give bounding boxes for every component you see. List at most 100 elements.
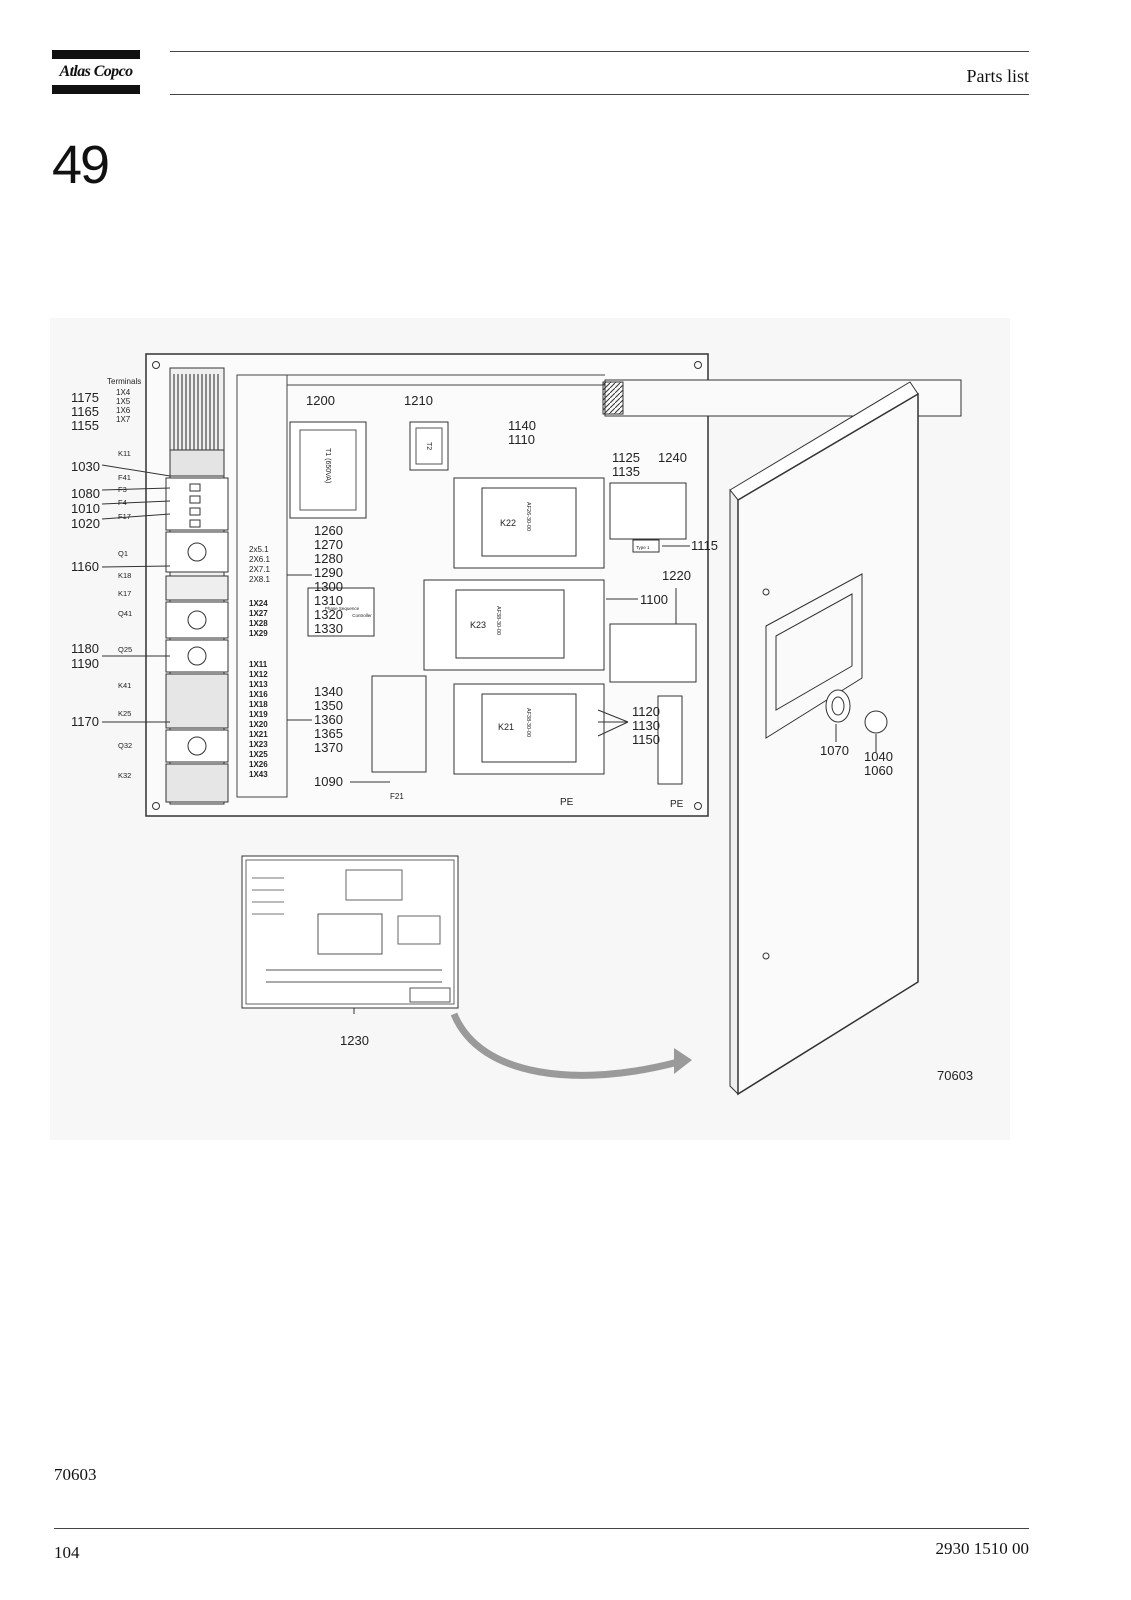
callout: 1090 bbox=[314, 774, 343, 789]
rail-label: F41 bbox=[118, 473, 131, 482]
door-button-assembly bbox=[825, 689, 888, 734]
plate-hole bbox=[152, 802, 160, 810]
callout: 1030 bbox=[71, 459, 100, 474]
leader-lines bbox=[101, 464, 877, 1014]
callout: 1125 bbox=[612, 450, 640, 465]
callout: 1300 bbox=[314, 579, 343, 594]
callout: 1200 bbox=[306, 393, 335, 408]
contactor-k22 bbox=[453, 477, 605, 569]
header-rule-bottom bbox=[170, 94, 1029, 95]
terminals-label: Terminals bbox=[107, 377, 141, 386]
figure-reference: 70603 bbox=[54, 1465, 97, 1484]
door-pocket-arrow bbox=[450, 1012, 679, 1079]
rail-label: F17 bbox=[118, 512, 131, 521]
callout: 1370 bbox=[314, 740, 343, 755]
fuse-label: F21 bbox=[390, 792, 404, 801]
callout: 1320 bbox=[314, 607, 343, 622]
connector-label: 2X6.1 bbox=[249, 555, 270, 564]
callout: 1115 bbox=[691, 538, 718, 553]
section-number: 49 bbox=[52, 135, 110, 195]
terminal-block-label: 1X11 bbox=[249, 660, 268, 669]
page-number: 104 bbox=[54, 1543, 80, 1562]
parts-illustration: Terminals 1X4 1X5 1X6 1X7 1175 1165 1155… bbox=[50, 318, 1010, 1140]
rail-label: K17 bbox=[118, 589, 131, 598]
type-label-text: Type 1 bbox=[636, 545, 650, 550]
terminal-group: 1X7 bbox=[116, 415, 131, 424]
callout: 1365 bbox=[314, 726, 343, 741]
terminal-block-label: 1X26 bbox=[249, 760, 268, 769]
terminal-block-label: 1X16 bbox=[249, 690, 268, 699]
contactor-label: K22 bbox=[500, 518, 516, 528]
din-rail-terminals bbox=[165, 367, 229, 805]
rail-label: K25 bbox=[118, 709, 131, 718]
phase-sequence-controller bbox=[307, 587, 375, 637]
callout: 1165 bbox=[71, 404, 99, 419]
callout: 1340 bbox=[314, 684, 343, 699]
figure-code: 70603 bbox=[937, 1068, 973, 1083]
phase-sequence-text: Controller bbox=[352, 613, 372, 618]
callout: 1020 bbox=[71, 516, 100, 531]
contactor-model: AF26-30-00 bbox=[525, 502, 531, 531]
terminal-block-label: 1X25 bbox=[249, 750, 268, 759]
rail-label: K41 bbox=[118, 681, 131, 690]
callout: 1240 bbox=[658, 450, 687, 465]
callout: 1330 bbox=[314, 621, 343, 636]
callout: 1110 bbox=[508, 432, 535, 447]
rail-label: K32 bbox=[118, 771, 131, 780]
rail-label: K18 bbox=[118, 571, 131, 580]
contactor-k23 bbox=[423, 579, 605, 671]
callout: 1290 bbox=[314, 565, 343, 580]
arrow-head bbox=[674, 1048, 692, 1074]
plate-hole bbox=[694, 802, 702, 810]
pe-label: PE bbox=[670, 799, 684, 810]
cable-duct bbox=[236, 374, 288, 798]
callout: 1175 bbox=[71, 390, 99, 405]
connector-label: 2x5.1 bbox=[249, 545, 269, 554]
connector-label: 2X8.1 bbox=[249, 575, 270, 584]
rail-label: F4 bbox=[118, 498, 127, 507]
rail-label: Q25 bbox=[118, 645, 132, 654]
callout: 1080 bbox=[71, 486, 100, 501]
callout: 1270 bbox=[314, 537, 343, 552]
callout: 1220 bbox=[662, 568, 691, 583]
page-title: Parts list bbox=[966, 66, 1029, 86]
terminal-block-label: 1X13 bbox=[249, 680, 268, 689]
plate-hole bbox=[694, 361, 702, 369]
terminal-block-label: 1X18 bbox=[249, 700, 268, 709]
terminal-group: 1X6 bbox=[116, 406, 131, 415]
terminal-group: 1X4 bbox=[116, 388, 131, 397]
contactor-label: K21 bbox=[498, 722, 514, 732]
header-rule-top bbox=[170, 51, 1029, 52]
atlas-copco-logo: Atlas Copco bbox=[52, 50, 140, 94]
wiring-diagram-insert bbox=[241, 855, 459, 1009]
callout: 1160 bbox=[71, 559, 99, 574]
logo-wordmark: Atlas Copco bbox=[59, 63, 134, 80]
callout: 1230 bbox=[340, 1033, 369, 1048]
callout: 1155 bbox=[71, 418, 99, 433]
terminal-block-label: 1X28 bbox=[249, 619, 268, 628]
connector-label: 2X7.1 bbox=[249, 565, 270, 574]
overload-relay bbox=[371, 675, 427, 773]
data-plate-1240 bbox=[609, 482, 687, 540]
callout: 1310 bbox=[314, 593, 343, 608]
footer-rule bbox=[54, 1528, 1029, 1529]
callout: 1070 bbox=[820, 743, 849, 758]
terminal-block-label: 1X24 bbox=[249, 599, 268, 608]
callout: 1260 bbox=[314, 523, 343, 538]
rail-label: K11 bbox=[118, 449, 131, 458]
terminal-block-label: 1X20 bbox=[249, 720, 268, 729]
callout: 1190 bbox=[71, 656, 99, 671]
cable-gland bbox=[602, 381, 624, 415]
phase-sequence-text: Phase Sequence bbox=[325, 606, 360, 611]
callout: 1135 bbox=[612, 464, 640, 479]
callout: 1140 bbox=[508, 418, 536, 433]
callout: 1040 bbox=[864, 749, 893, 764]
warning-sticker bbox=[657, 695, 683, 785]
callout: 1010 bbox=[71, 501, 100, 516]
document-number: 2930 1510 00 bbox=[935, 1539, 1030, 1558]
terminal-block-label: 1X12 bbox=[249, 670, 268, 679]
electric-cabinet-drawing: Terminals 1X4 1X5 1X6 1X7 1175 1165 1155… bbox=[71, 353, 973, 1096]
transformer-label: T2 bbox=[425, 442, 432, 450]
rail-label: Q32 bbox=[118, 741, 132, 750]
plate-hole bbox=[152, 361, 160, 369]
